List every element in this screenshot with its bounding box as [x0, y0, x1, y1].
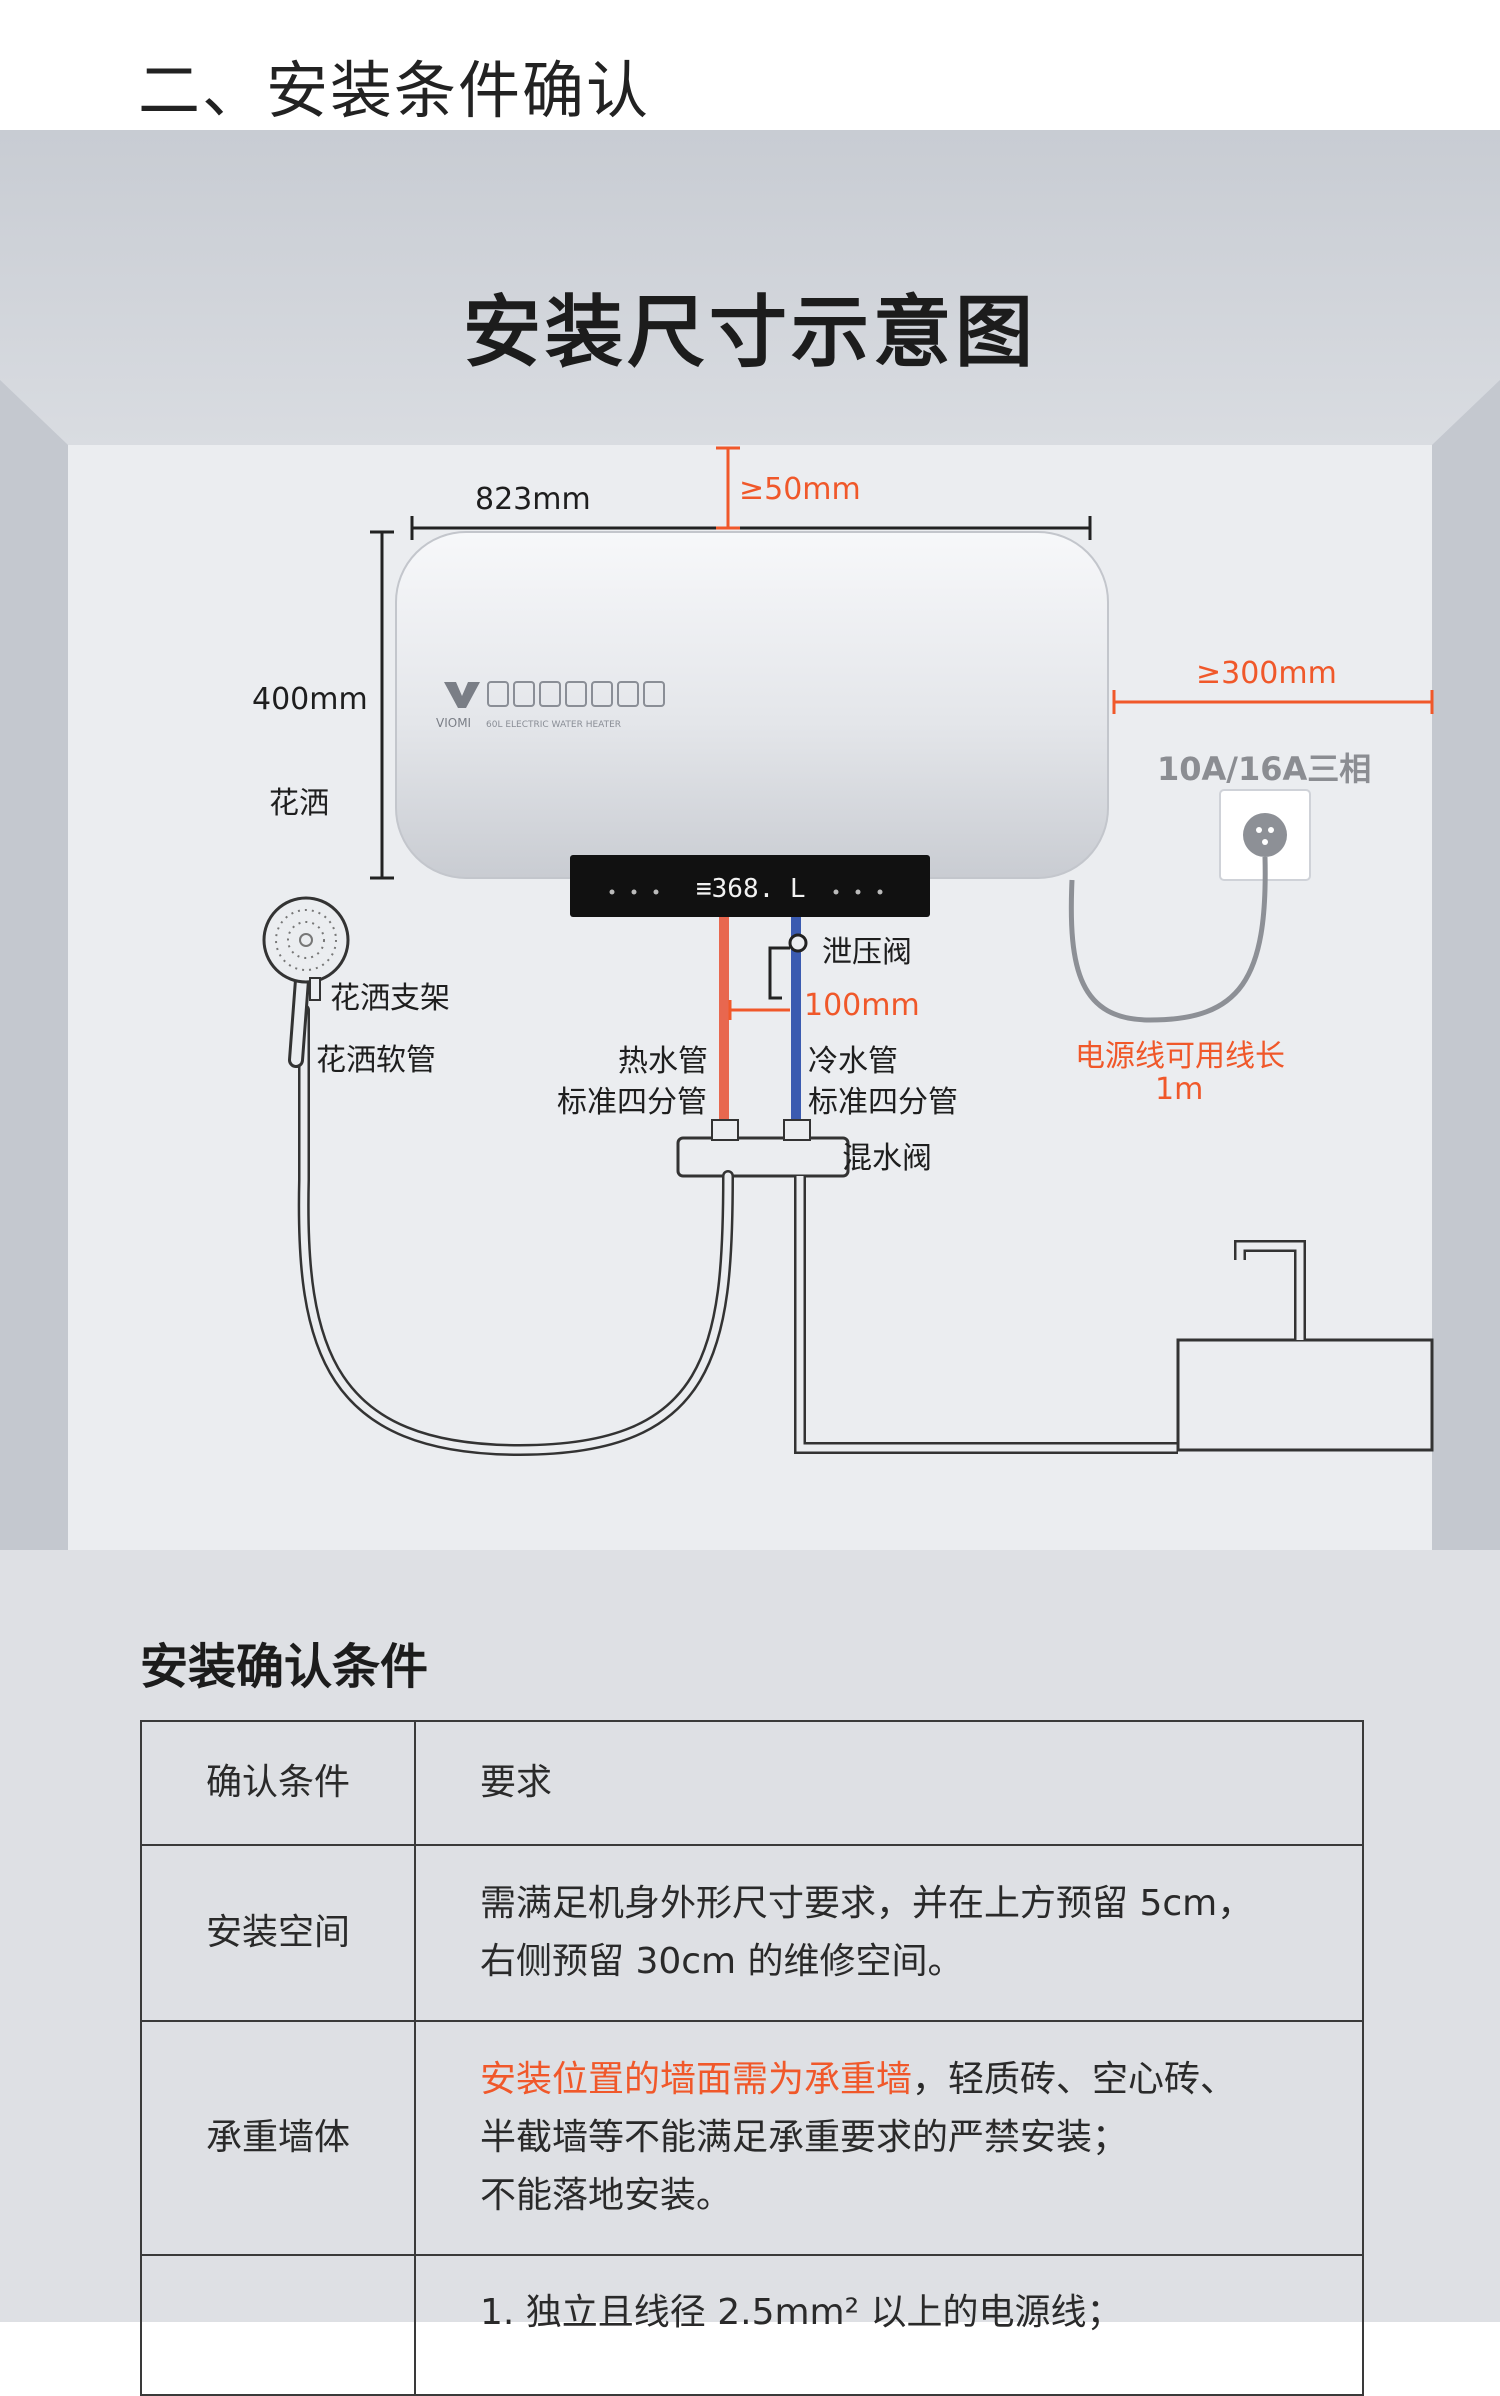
diagram-drawing: VIOMI 60L ELECTRIC WATER HEATER ≡368. L [0, 130, 1500, 1550]
side-clearance-marker [1112, 690, 1434, 714]
hot-pipe-label: 热水管 [618, 1044, 708, 1079]
left-wall [0, 380, 68, 1550]
cord-length-label: 电源线可用线长 [1075, 1039, 1285, 1074]
cold-pipe-spec-label: 标准四分管 [808, 1085, 958, 1120]
shower-hose-label: 花洒软管 [316, 1043, 436, 1078]
requirement-text: ，轻质砖、空心砖、 [912, 2059, 1237, 2100]
width-dimension [410, 516, 1092, 540]
relief-valve-icon [768, 933, 808, 1000]
page-heading: 二、安装条件确认 [138, 54, 651, 127]
requirement-line: 需满足机身外形尺寸要求，并在上方预留 5cm， [480, 1883, 1254, 1924]
header-requirement: 要求 [414, 1720, 1364, 1846]
hot-pipe-spec-label: 标准四分管 [557, 1085, 707, 1120]
top-clearance-marker [716, 446, 740, 530]
height-label: 400mm [252, 682, 368, 717]
socket-label: 10A/16A三相 [1157, 750, 1372, 788]
conditions-section: 安装确认条件 确认条件 要求 安装空间 需满足机身外形尺寸要求，并在上方预留 5… [0, 1550, 1500, 2396]
row-requirement: 1. 独立且线径 2.5mm² 以上的电源线； [414, 2254, 1364, 2396]
requirement-line: 1. 独立且线径 2.5mm² 以上的电源线； [480, 2292, 1123, 2333]
mixing-valve-label: 混水阀 [842, 1141, 932, 1176]
cold-pipe-label: 冷水管 [808, 1044, 898, 1079]
brand-text: VIOMI [436, 716, 471, 730]
viomi-logo-icon [444, 682, 480, 708]
diagram-title: 安装尺寸示意图 [462, 288, 1037, 378]
mode-icons [487, 681, 665, 707]
cord-length-value: 1m [1155, 1072, 1204, 1107]
requirement-line: 不能落地安装。 [480, 2175, 733, 2216]
row-requirement: 需满足机身外形尺寸要求，并在上方预留 5cm， 右侧预留 30cm 的维修空间。 [414, 1844, 1364, 2022]
row-name [140, 2254, 416, 2396]
basin [1176, 1338, 1434, 1452]
pipe-spacing-label: 100mm [804, 988, 920, 1023]
shower-head-icon [262, 896, 350, 1068]
ceiling [0, 130, 1500, 445]
product-text: 60L ELECTRIC WATER HEATER [486, 720, 621, 730]
shower-head-label: 花洒 [269, 786, 329, 821]
mixing-valve [676, 1136, 850, 1178]
row-name: 安装空间 [140, 1844, 416, 2022]
table-header-row: 确认条件 要求 [140, 1720, 1364, 1846]
conditions-table: 确认条件 要求 安装空间 需满足机身外形尺寸要求，并在上方预留 5cm， 右侧预… [140, 1720, 1364, 2396]
table-row: 安装空间 需满足机身外形尺寸要求，并在上方预留 5cm， 右侧预留 30cm 的… [140, 1844, 1364, 2022]
row-requirement: 安装位置的墙面需为承重墙，轻质砖、空心砖、 半截墙等不能满足承重要求的严禁安装；… [414, 2020, 1364, 2256]
top-clearance-label: ≥50mm [739, 472, 861, 507]
display-readout: ≡368. L [696, 874, 806, 904]
relief-valve-label: 泄压阀 [822, 935, 912, 970]
requirement-line: 安装位置的墙面需为承重墙，轻质砖、空心砖、 [480, 2051, 1362, 2109]
requirement-line: 半截墙等不能满足承重要求的严禁安装； [480, 2117, 1129, 2158]
shower-bracket-label: 花洒支架 [330, 981, 450, 1016]
requirement-highlight: 安装位置的墙面需为承重墙 [480, 2059, 913, 2100]
panel-dots [609, 889, 883, 895]
header-condition: 确认条件 [140, 1720, 416, 1846]
power-cord [1068, 856, 1268, 1023]
conditions-title: 安装确认条件 [140, 1639, 429, 1695]
requirement-line: 右侧预留 30cm 的维修空间。 [480, 1941, 964, 1982]
table-row: 承重墙体 安装位置的墙面需为承重墙，轻质砖、空心砖、 半截墙等不能满足承重要求的… [140, 2020, 1364, 2256]
control-panel [570, 855, 930, 917]
shower-bracket [309, 977, 321, 1001]
pipe-spacing-marker [728, 1000, 790, 1020]
height-dimension [370, 530, 394, 880]
installation-diagram: VIOMI 60L ELECTRIC WATER HEATER ≡368. L [0, 130, 1500, 1550]
width-label: 823mm [475, 482, 591, 517]
table-row: 1. 独立且线径 2.5mm² 以上的电源线； [140, 2254, 1364, 2396]
side-clearance-label: ≥300mm [1196, 656, 1337, 691]
row-name: 承重墙体 [140, 2020, 416, 2256]
right-wall [1432, 380, 1500, 1550]
